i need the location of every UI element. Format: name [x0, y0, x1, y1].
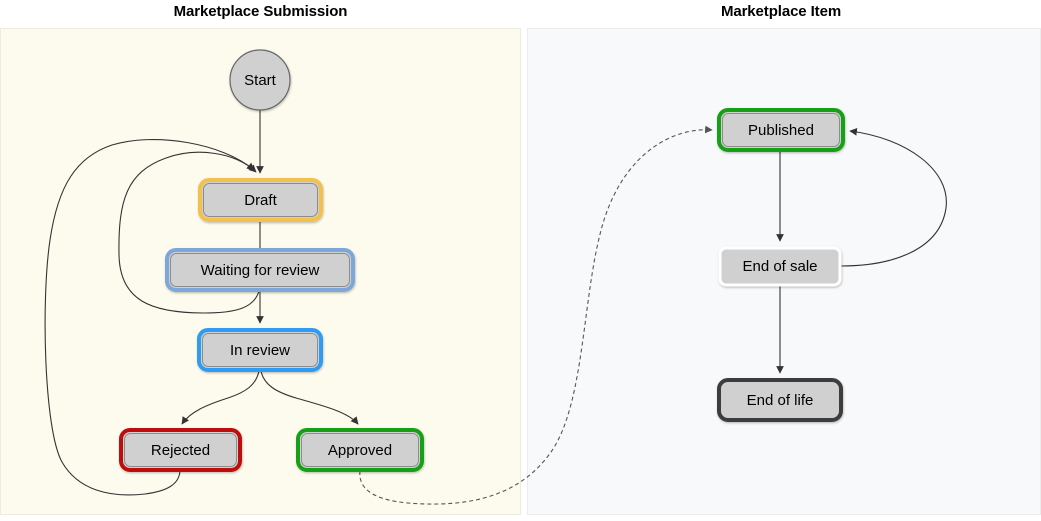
node-start-label: Start [244, 72, 277, 89]
edge-rejected-to-draft [44, 139, 255, 496]
node-end-of-life-shape [717, 378, 843, 422]
node-published-label: Published [748, 122, 814, 139]
node-rejected-inner-border [124, 433, 237, 467]
node-end-of-sale-shape [718, 246, 842, 287]
node-waiting-for-review[interactable]: Waiting for review [165, 248, 355, 292]
node-rejected[interactable]: Rejected [119, 428, 242, 472]
node-approved-shape [296, 428, 424, 472]
node-draft[interactable]: Draft [198, 178, 323, 222]
edge-endsale-to-published [840, 128, 947, 267]
node-waiting-for-review-inner-border [170, 253, 350, 287]
node-end-of-sale-label: End of sale [742, 258, 817, 275]
node-in-review-inner-border [202, 333, 318, 367]
node-approved-inner-border [301, 433, 419, 467]
node-approved-label: Approved [328, 442, 392, 459]
node-published-inner-border [722, 113, 840, 147]
edge-waiting-to-draft [118, 151, 260, 314]
node-waiting-for-review-label: Waiting for review [201, 262, 320, 279]
edge-inreview-to-approved [260, 370, 359, 425]
edge-approved-to-published [359, 125, 713, 505]
node-rejected-shape [119, 428, 242, 472]
node-rejected-label: Rejected [151, 442, 210, 459]
node-draft-label: Draft [244, 192, 277, 209]
node-in-review[interactable]: In review [197, 328, 323, 372]
panel-title-marketplace-submission: Marketplace Submission [173, 3, 348, 20]
node-published-shape [717, 108, 845, 152]
edge-inreview-to-rejected [181, 370, 260, 425]
node-draft-shape [198, 178, 323, 222]
node-in-review-shape [197, 328, 323, 372]
node-end-of-life[interactable]: End of life [717, 378, 843, 422]
node-in-review-label: In review [230, 342, 290, 359]
node-end-of-sale[interactable]: End of sale [718, 246, 842, 287]
node-draft-inner-border [203, 183, 318, 217]
panel-title-marketplace-item: Marketplace Item [720, 3, 842, 20]
node-end-of-life-label: End of life [747, 392, 814, 409]
node-published[interactable]: Published [717, 108, 845, 152]
node-start-shape [229, 49, 291, 111]
node-approved[interactable]: Approved [296, 428, 424, 472]
node-start[interactable]: Start [229, 49, 291, 111]
node-waiting-for-review-shape [165, 248, 355, 292]
